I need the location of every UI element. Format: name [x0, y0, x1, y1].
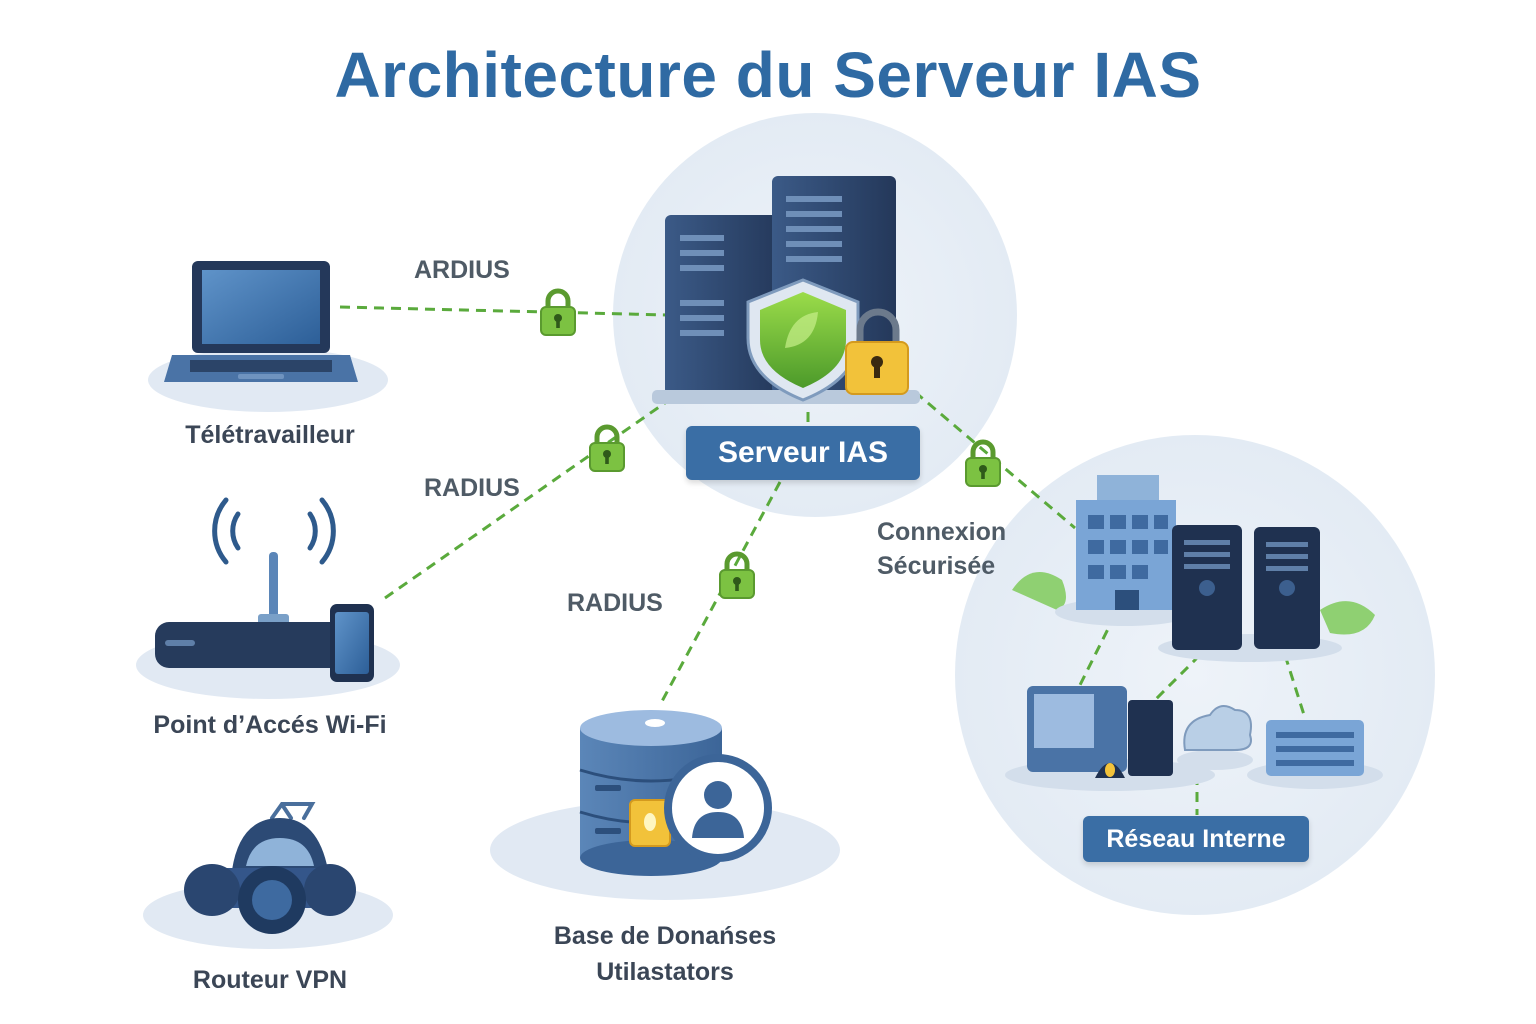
link-internal-3: [1283, 654, 1307, 719]
link-teleworker: [339, 305, 669, 317]
link-internal-2: [1153, 653, 1202, 702]
wifi-router-icon: [155, 497, 374, 682]
edge-label-database: RADIUS: [567, 589, 663, 617]
server-rack-icon: [1005, 686, 1215, 791]
shield-icon: [746, 278, 860, 402]
vpn-router-icon: [184, 802, 356, 934]
database-label-line-2: Utilastators: [596, 958, 734, 986]
padlock-icon: [541, 291, 575, 335]
cloud-icon: [1177, 705, 1253, 770]
padlock-icon: [845, 308, 909, 395]
network-label: Réseau Interne: [1083, 816, 1309, 862]
edge-label-wifi: RADIUS: [424, 474, 520, 502]
database-icon: [579, 710, 772, 876]
link-wifi: [384, 396, 673, 600]
teleworker-label: Télétravailleur: [185, 421, 355, 449]
edge-label-network: Connexion Sécurisée: [877, 515, 1006, 583]
edge-label-network-line-1: Connexion: [877, 518, 1007, 546]
database-label-line-1: Base de Donańses: [553, 922, 777, 950]
page-title: Architecture du Serveur IAS: [334, 39, 1202, 111]
vpn-label: Routeur VPN: [192, 966, 348, 994]
database-label: Base de Donańses Utilastators: [490, 918, 840, 990]
server-rack-icon: [1158, 525, 1342, 662]
wifi-label: Point d’Accés Wi-Fi: [153, 711, 387, 739]
padlock-icon: [590, 427, 624, 471]
link-internal-1: [1078, 614, 1117, 686]
server-label: Serveur IAS: [686, 426, 920, 480]
laptop-icon: [164, 261, 358, 382]
edge-label-network-line-2: Sécurisée: [877, 552, 996, 580]
edge-label-teleworker: ARDIUS: [414, 256, 510, 284]
building-icon: [1012, 475, 1375, 635]
switch-icon: [1247, 720, 1383, 789]
